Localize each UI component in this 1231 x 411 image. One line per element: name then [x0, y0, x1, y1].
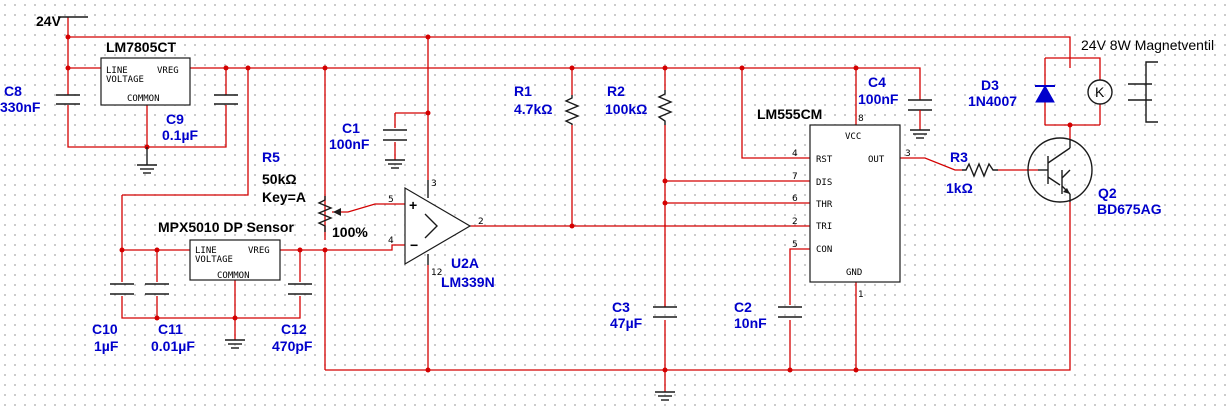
d3-ref: D3	[981, 77, 999, 93]
valve-label: 24V 8W Magnetventil	[1081, 37, 1214, 53]
junctions	[65, 34, 1073, 373]
c4-value: 100nF	[858, 91, 899, 107]
reg1-line: LINE	[106, 66, 128, 76]
timer-gnd-label: GND	[846, 268, 862, 278]
u2a-value: LM339N	[441, 274, 495, 290]
r2-ref: R2	[607, 83, 625, 99]
u2a-minus: −	[410, 237, 418, 253]
c2-ref: C2	[734, 299, 752, 315]
u2a-pin-vcc: 3	[431, 179, 437, 189]
ground-sensor	[225, 339, 245, 349]
timer-pin-rst: 4	[792, 149, 798, 159]
diode-d3: D3 1N4007	[968, 77, 1055, 109]
c1-value: 100nF	[329, 136, 370, 152]
c12-value: 470pF	[272, 338, 313, 354]
c10-ref: C10	[92, 321, 118, 337]
capacitor-c8: C8 330nF	[0, 83, 80, 115]
reg1-vreg: VREG	[157, 66, 179, 76]
timer-pin-gnd: 1	[858, 290, 864, 300]
u2a-pin-gnd: 12	[431, 268, 442, 278]
resistor-r3: R3 1kΩ	[946, 149, 998, 196]
supply-24v: 24V	[36, 13, 88, 29]
comparator-u2a: + − 3 5 4 2 12 U2A LM339N	[388, 179, 495, 290]
c2-value: 10nF	[734, 315, 767, 331]
potentiometer-r5: R5 50kΩ Key=A 100%	[262, 149, 368, 240]
capacitor-c3: C3 47µF	[610, 299, 677, 401]
c11-value: 0.01µF	[151, 338, 195, 354]
resistor-r2: R2 100kΩ	[605, 83, 673, 125]
r5-percent: 100%	[332, 224, 368, 240]
c10-value: 1µF	[94, 338, 119, 354]
wires	[67, 17, 1101, 392]
c9-value: 0.1µF	[162, 127, 199, 143]
reg1-voltage: VOLTAGE	[106, 75, 144, 85]
reg1-ref: LM7805CT	[106, 39, 176, 55]
d3-value: 1N4007	[968, 93, 1017, 109]
c1-ref: C1	[342, 120, 360, 136]
coil-label: K	[1095, 84, 1105, 100]
sensor-voltage: VOLTAGE	[195, 255, 233, 265]
c4-ref: C4	[868, 74, 886, 90]
valve-coil: K 24V 8W Magnetventil	[1081, 37, 1214, 123]
timer-thr-label: THR	[816, 200, 833, 210]
timer-tri-label: TRI	[816, 222, 832, 232]
c8-value: 330nF	[0, 99, 41, 115]
timer-pin-vcc: 8	[858, 114, 864, 124]
r3-ref: R3	[950, 149, 968, 165]
sensor-vreg: VREG	[248, 246, 270, 256]
c11-ref: C11	[158, 321, 183, 337]
q2-value: BD675AG	[1097, 201, 1162, 217]
timer-con-label: CON	[816, 245, 832, 255]
timer-pin-con: 5	[792, 240, 798, 250]
timer-vcc-label: VCC	[845, 132, 861, 142]
q2-ref: Q2	[1098, 185, 1117, 201]
capacitor-c11: C11 0.01µF	[145, 283, 195, 354]
timer-rst-label: RST	[816, 155, 833, 165]
c12-ref: C12	[281, 321, 307, 337]
r3-value: 1kΩ	[946, 180, 973, 196]
r5-value: 50kΩ	[262, 171, 297, 187]
capacitor-c10: C10 1µF	[92, 283, 134, 354]
resistor-r1: R1 4.7kΩ	[514, 83, 580, 125]
timer-pin-thr: 6	[792, 194, 798, 204]
timer-dis-label: DIS	[816, 178, 832, 188]
c9-ref: C9	[166, 111, 184, 127]
timer-pin-dis: 7	[792, 172, 798, 182]
r1-ref: R1	[514, 83, 532, 99]
sensor-ref: MPX5010 DP Sensor	[158, 219, 294, 235]
u2a-pin-in-p: 5	[388, 195, 394, 205]
supply-label: 24V	[36, 13, 62, 29]
capacitor-c1: C1 100nF	[329, 120, 407, 169]
c3-value: 47µF	[610, 315, 643, 331]
sensor-mpx5010: LINE VOLTAGE VREG COMMON MPX5010 DP Sens…	[158, 219, 294, 281]
timer-lm555: VCC RST OUT DIS THR TRI CON GND 8 4 7 6 …	[757, 106, 911, 300]
r5-key: Key=A	[262, 189, 306, 205]
u2a-plus: +	[409, 197, 417, 213]
regulator-lm7805: LINE VOLTAGE VREG COMMON LM7805CT	[100, 39, 191, 106]
c3-ref: C3	[612, 299, 630, 315]
reg1-common: COMMON	[127, 94, 160, 104]
r5-ref: R5	[262, 149, 280, 165]
capacitor-c9: C9 0.1µF	[162, 94, 238, 143]
transistor-q2: Q2 BD675AG	[1027, 137, 1162, 217]
u2a-ref: U2A	[451, 255, 479, 271]
ground-reg1	[137, 147, 157, 174]
timer-pin-tri: 2	[792, 217, 798, 227]
capacitor-c4: C4 100nF	[858, 74, 932, 139]
r2-value: 100kΩ	[605, 101, 647, 117]
sensor-common: COMMON	[217, 271, 250, 281]
c8-ref: C8	[4, 83, 22, 99]
capacitor-c12: C12 470pF	[272, 283, 313, 354]
u2a-pin-out: 2	[478, 217, 484, 227]
timer-pin-out: 3	[905, 149, 911, 159]
timer-out-label: OUT	[868, 155, 885, 165]
timer-ref: LM555CM	[757, 106, 822, 122]
sensor-line: LINE	[195, 246, 217, 256]
capacitor-c2: C2 10nF	[734, 299, 802, 331]
r1-value: 4.7kΩ	[514, 101, 552, 117]
u2a-pin-in-n: 4	[388, 236, 394, 246]
